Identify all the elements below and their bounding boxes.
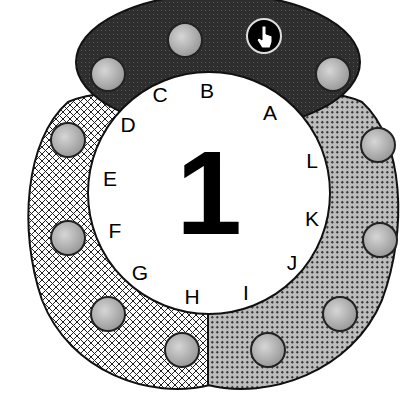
dial-letter: J xyxy=(287,252,298,273)
dial-button xyxy=(316,57,350,91)
dial-face: 1 xyxy=(86,70,332,316)
dial-letter: K xyxy=(305,208,319,229)
dial-letter: A xyxy=(263,102,277,123)
dial-button xyxy=(51,123,85,157)
dial-letter: C xyxy=(152,84,167,105)
dial-button xyxy=(168,23,202,57)
finger-icon xyxy=(257,26,272,48)
dial-letter: G xyxy=(132,262,148,283)
dial-letter: F xyxy=(109,220,122,241)
dial-letter: B xyxy=(200,80,214,101)
dial-button xyxy=(51,221,85,255)
dial-button xyxy=(323,297,357,331)
dial-button xyxy=(361,128,395,162)
dial-letter: L xyxy=(306,150,318,171)
pressed-button xyxy=(247,19,281,53)
dial-button xyxy=(91,57,125,91)
dial-letter: I xyxy=(243,282,249,303)
dial-number: 1 xyxy=(176,134,242,252)
dial-button xyxy=(363,223,397,257)
dial-letter: E xyxy=(103,168,117,189)
dial-letter: D xyxy=(120,114,135,135)
dial-letter: H xyxy=(184,286,199,307)
dial-face-circle xyxy=(88,72,330,314)
dial-button xyxy=(91,297,125,331)
dial-button xyxy=(251,333,285,367)
dial-buttons xyxy=(51,23,397,367)
dial-button xyxy=(165,333,199,367)
